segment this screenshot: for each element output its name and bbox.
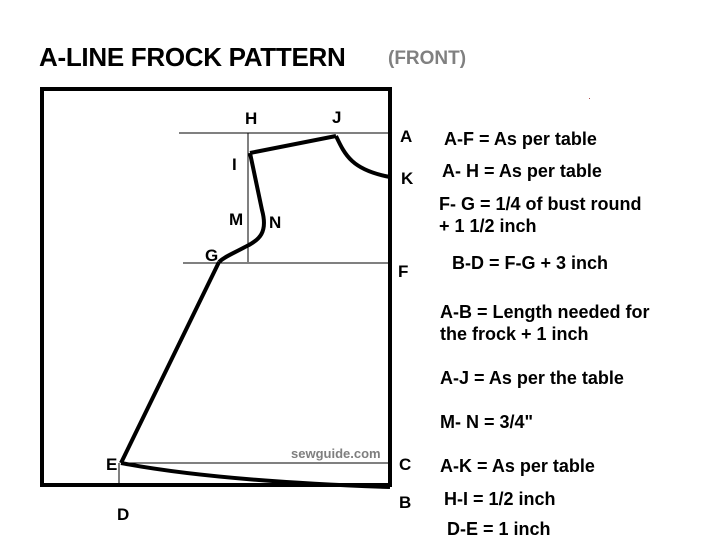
note-f-g-line1: F- G = 1/4 of bust round [439,194,642,214]
note-a-j: A-J = As per the table [440,368,624,388]
note-a-b-line1: A-B = Length needed for [440,302,650,322]
point-label-d: D [117,505,130,524]
side-seam [119,261,221,464]
point-label-h: H [245,109,258,128]
hem-curve [120,461,391,489]
point-label-k: K [401,169,414,188]
point-label-g: G [205,246,219,265]
note-a-k: A-K = As per table [440,456,595,476]
point-label-n: N [269,213,282,232]
neck-curve [334,135,391,179]
point-label-b: B [399,493,412,512]
point-label-a: A [400,127,413,146]
pattern-frame [40,87,392,487]
point-label-j: J [332,108,342,127]
note-a-h: A- H = As per table [442,161,602,181]
point-label-m: M [229,210,244,229]
armhole-curve [217,152,266,264]
shoulder-line [249,134,337,155]
page-subtitle: (FRONT) [388,48,467,69]
note-b-d: B-D = F-G + 3 inch [452,253,609,273]
stray-pixel [589,98,590,99]
note-a-b-line2: the frock + 1 inch [440,324,589,344]
watermark: sewguide.com [291,446,381,461]
note-m-n: M- N = 3/4" [440,412,534,432]
note-a-f: A-F = As per table [444,129,597,149]
note-h-i: H-I = 1/2 inch [444,489,556,509]
note-d-e: D-E = 1 inch [447,519,551,539]
point-label-e: E [106,455,118,474]
point-label-c: C [399,455,412,474]
point-label-f: F [398,262,409,281]
note-f-g-line2: + 1 1/2 inch [439,216,537,236]
page-title: A-LINE FROCK PATTERN [39,42,346,72]
point-label-i: I [232,155,237,174]
